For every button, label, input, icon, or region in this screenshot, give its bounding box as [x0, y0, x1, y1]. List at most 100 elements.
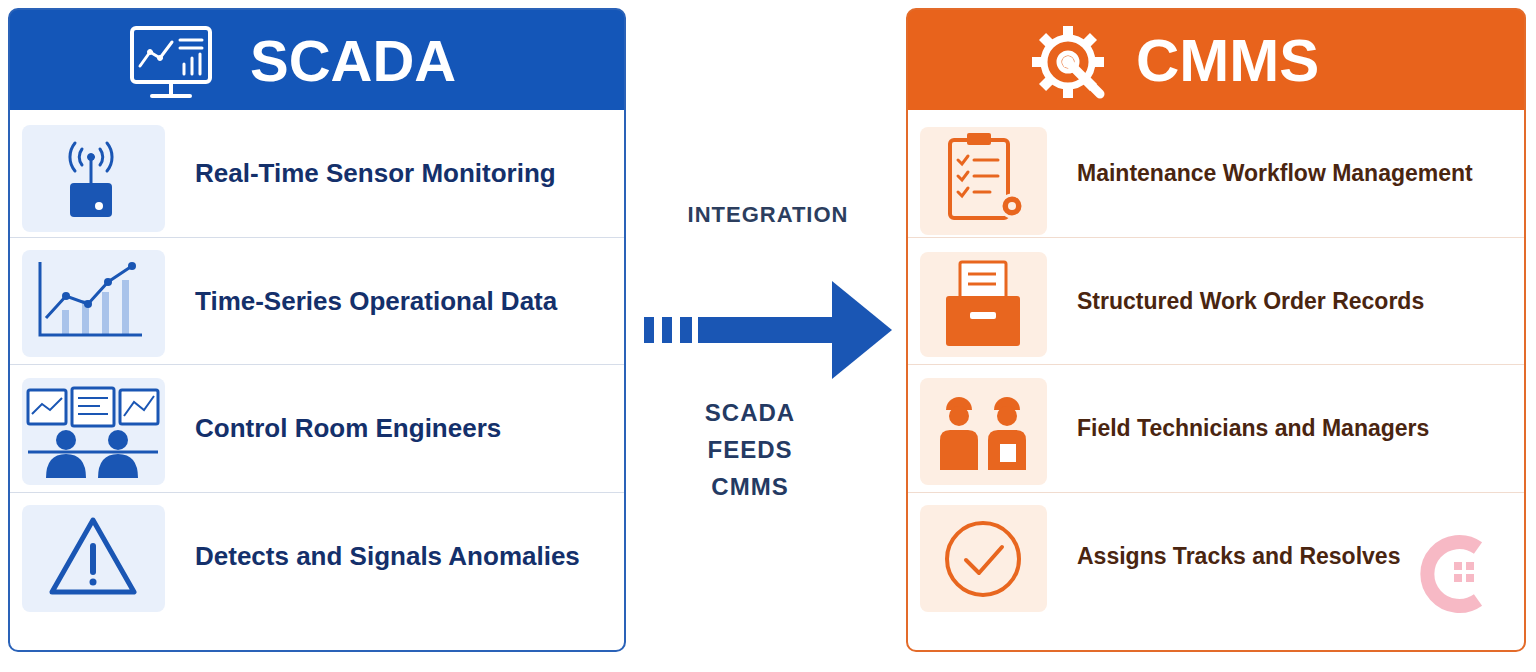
control-room-icon: [78, 413, 108, 415]
clipboard-icon: [967, 133, 991, 145]
icon-box: [920, 252, 1047, 357]
chart-icon: [128, 262, 136, 270]
warning-icon: [90, 579, 97, 586]
chart-icon: [82, 300, 89, 334]
gear-wrench-icon: [1032, 57, 1044, 67]
system-panel: CMMS Maintenance Workflow ManagementStruc…: [906, 8, 1526, 652]
monitor-icon: [132, 28, 210, 96]
row-text: Detects and Signals Anomalies: [195, 540, 614, 573]
workers-icon: [997, 406, 1017, 426]
clipboard-icon: [958, 156, 968, 164]
gear-wrench-icon: [1059, 53, 1077, 71]
clipboard-icon: [974, 191, 990, 194]
monitor-icon: [152, 94, 190, 98]
sensor-icon: [107, 143, 112, 171]
workers-icon: [940, 430, 978, 470]
row-text: Maintenance Workflow Management: [1077, 159, 1514, 188]
control-room-icon: [98, 454, 138, 478]
control-room-icon: [28, 451, 158, 454]
check-icon: [947, 523, 1019, 595]
row-text: Time-Series Operational Data: [195, 285, 614, 318]
capability-row: Detects and Signals Anomalies: [10, 493, 624, 620]
clipboard-icon: [1001, 195, 1023, 217]
system-panel: SCADA Real-Time Sensor MonitoringTime-Ser…: [8, 8, 626, 652]
file-box-icon: [970, 312, 996, 319]
control-room-icon: [46, 454, 86, 478]
icon-box: [920, 505, 1047, 612]
capability-row: Real-Time Sensor Monitoring: [10, 110, 624, 238]
file-box-icon: [968, 283, 996, 286]
gear-wrench-icon: [1092, 57, 1104, 67]
control-room-icon: [124, 396, 154, 416]
monitor-icon: [180, 39, 202, 42]
control-room-icon: [108, 430, 128, 450]
sensor-icon: [90, 160, 93, 183]
watermark-logo: [1454, 562, 1462, 570]
check-icon: [947, 523, 1019, 595]
capability-row: Structured Work Order Records: [908, 238, 1524, 365]
monitor-icon: [180, 47, 202, 50]
warning-icon: [90, 546, 96, 572]
capability-row: Maintenance Workflow Management: [908, 110, 1524, 238]
sensor-icon: [70, 143, 112, 217]
control-room-icon: [120, 390, 158, 424]
watermark-logo: [1427, 542, 1478, 606]
monitor-icon: [199, 54, 202, 74]
gear-wrench-icon: [1072, 66, 1100, 94]
gear-wrench-icon: [1032, 26, 1104, 98]
sensor-icon: [70, 143, 75, 171]
clipboard-icon: [950, 133, 1023, 218]
monitor-icon: [140, 42, 172, 66]
monitor-icon: [132, 28, 210, 82]
warning-icon: [52, 520, 134, 592]
integration-arrow: [644, 317, 832, 343]
edge-label: SCADA FEEDS CMMS: [690, 394, 810, 505]
clipboard-icon: [958, 188, 968, 196]
warning-icon: [52, 520, 134, 592]
chart-icon: [122, 280, 129, 334]
control-room-icon: [78, 405, 100, 407]
gear-wrench-icon: [1032, 26, 1104, 98]
monitor-icon: [169, 82, 173, 94]
panel-heading: CMMS: [1136, 10, 1319, 112]
sensor-icon: [88, 154, 95, 161]
monitor-icon: [148, 50, 153, 55]
control-room-icon: [72, 388, 114, 426]
icon-box: [920, 378, 1047, 485]
gear-wrench-icon: [1044, 38, 1092, 86]
chart-icon: [40, 262, 142, 335]
clipboard-icon: [974, 175, 998, 178]
control-room-icon: [56, 430, 76, 450]
control-room-icon: [78, 397, 108, 399]
gear-wrench-icon: [1039, 33, 1055, 49]
panel-heading: SCADA: [250, 10, 456, 112]
watermark-logo: [1466, 562, 1474, 570]
icon-box: [920, 127, 1047, 235]
capability-row: Assigns Tracks and Resolves: [908, 493, 1524, 620]
row-text: Real-Time Sensor Monitoring: [195, 157, 614, 190]
icon-box: [22, 125, 165, 232]
capability-row: Field Technicians and Managers: [908, 365, 1524, 493]
icon-box: [22, 250, 165, 357]
icon-box: [920, 127, 1047, 612]
watermark-logo: [1427, 542, 1478, 606]
row-text: Structured Work Order Records: [1077, 287, 1514, 316]
capability-row: Time-Series Operational Data: [10, 238, 624, 365]
file-box-icon: [968, 273, 996, 276]
clipboard-icon: [974, 159, 998, 162]
monitor-icon: [183, 64, 186, 74]
workers-icon: [946, 397, 972, 410]
chart-icon: [102, 292, 109, 334]
sensor-icon: [100, 149, 103, 165]
monitor-icon: [158, 56, 163, 61]
chart-icon: [46, 266, 132, 318]
workers-icon: [1000, 444, 1016, 462]
control-room-icon: [28, 388, 158, 478]
gear-wrench-icon: [1081, 75, 1097, 91]
icon-box: [22, 125, 165, 612]
chart-icon: [62, 292, 70, 300]
row-text: Assigns Tracks and Resolves: [1077, 542, 1514, 571]
row-text: Control Room Engineers: [195, 412, 614, 445]
clipboard-icon: [1008, 202, 1016, 210]
